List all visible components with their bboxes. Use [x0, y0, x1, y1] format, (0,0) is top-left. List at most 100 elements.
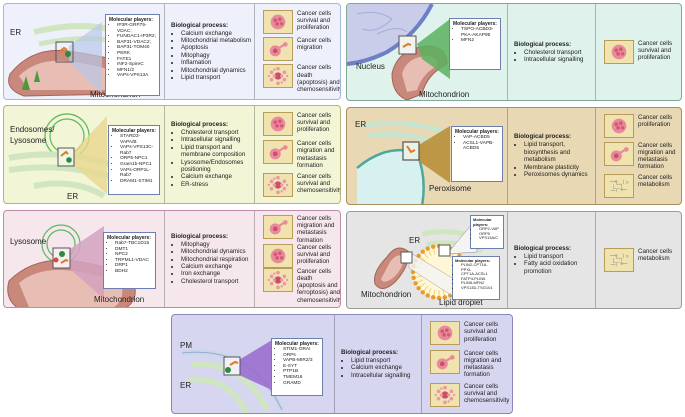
cancer-outcomes: Cancer cells survival and proliferation …: [254, 4, 340, 99]
molecular-player: STARD3-VAPA/B: [120, 134, 156, 145]
biological-process-item: Inflamation: [181, 59, 251, 66]
organelle-label-er: ER: [67, 192, 79, 201]
molecular-player: VAP-ACBD5: [463, 135, 499, 141]
organelle-label-mitochondrion: Mitochondrion: [94, 295, 145, 304]
migration-cell-icon: [263, 37, 293, 62]
panel-pm-er: PM ER Molecular players: STIM1-ORAI ORPs…: [171, 314, 513, 414]
migration-cell-icon: [263, 140, 293, 165]
molecular-players-title: Molecular players:: [275, 341, 319, 347]
organelle-label-er: ER: [355, 120, 367, 129]
migration-cell-icon: [430, 349, 460, 374]
biological-process-title: Biological process:: [514, 244, 572, 252]
molecular-players-list: IP3R-GRP75-VDAC; FUNDAC1-IP3R2; BAP31-VD…: [109, 23, 156, 79]
biological-process-item: Calcium exchange: [351, 364, 411, 371]
molecular-player: MFN1/2: [117, 68, 156, 74]
outcome-item: Cancer cells survival and proliferation: [263, 243, 340, 268]
lipid-tail: [420, 256, 426, 262]
organelle-label-lipid-droplet: Lipid droplet: [439, 298, 483, 307]
molecular-players-list: STARD3-VAPA/B VAPs-VPS13C-Rab7 ORP5-NPC1…: [112, 134, 156, 184]
molecular-player: VAPs-VPS13C-Rab7: [120, 145, 156, 156]
lipid-tail: [420, 282, 426, 288]
outcome-text: Cancer cells survival and proliferation: [297, 243, 332, 266]
molecular-players-box-er-ld: Molecular players: ORP2-VAP ORP5 VPS13A/…: [470, 215, 504, 249]
death-cell-icon: [263, 172, 293, 197]
biological-process-item: Mitophagy: [181, 241, 248, 248]
outcome-item: Cancer cells migration and metastasis fo…: [604, 141, 677, 171]
cancer-outcomes: Cancer cells survival and proliferation: [595, 4, 681, 100]
molecular-player: TRPML1-VDAC: [115, 258, 152, 264]
proliferation-cell-icon: [604, 40, 634, 64]
molecular-player: TMEM16: [283, 375, 319, 381]
biological-process-item: Membrane plasticity: [524, 164, 595, 171]
lipid-tail: [415, 275, 422, 278]
outcome-item: Cancer cells migration and metastasis fo…: [430, 349, 509, 379]
molecular-player: Rab7-TBC1D15: [115, 241, 152, 247]
biological-process-list: Lipid transport Calcium exchange Intrace…: [341, 357, 411, 379]
molecular-players-title: Molecular players:: [112, 128, 156, 134]
organelle-label-peroxisome: Peroxisome: [429, 184, 472, 193]
molecular-player: STIM1-ORAI: [283, 347, 319, 353]
outcome-text: Cancer cells survival and proliferation: [297, 9, 332, 32]
lipid-head: [436, 295, 442, 301]
nucleus-mitochondrion-illustration: [347, 4, 450, 100]
proliferation-cell-icon: [263, 9, 293, 34]
biological-process-item: Lipid transport: [351, 357, 411, 364]
molecular-players-list: Rab7-TBC1D15 DMT1 NPC2 TRPML1-VDAC DRP1 …: [107, 241, 152, 275]
outcome-text: Cancer cells survival and chemosensitivi…: [297, 172, 341, 195]
molecular-player: BAP31-VDAC2;: [117, 40, 156, 46]
panel-endosomes-lysosome-er: Endosomes/ Lysosome ER Molecular players…: [3, 105, 341, 204]
outcome-item: Cancer cells death (apoptosis) and chemo…: [263, 64, 340, 93]
organelle-label-er: ER: [409, 236, 421, 245]
molecular-player: ACSL1-VAPB-ACBD5: [463, 141, 499, 152]
biological-process-item: Lipid transport and membrane composition: [181, 144, 254, 159]
proliferation-cell-icon: [263, 243, 293, 268]
cancer-outcomes: Cancer cells proliferation Cancer cells …: [595, 108, 681, 204]
biological-process-list: Lipid transport, biosynthesis and metabo…: [514, 141, 595, 178]
molecular-player: FATP4-PLIN5: [461, 276, 497, 282]
biological-process: Biological process: Mitophagy Mitochondr…: [164, 211, 254, 307]
lipid-head: [416, 286, 421, 291]
cancer-outcomes: Cancer cells migration and metastasis fo…: [254, 211, 340, 307]
outcome-item: Cancer cells migration and metastasis fo…: [263, 140, 340, 169]
molecular-player: ORPs: [283, 353, 319, 359]
molecular-players-title: Molecular players:: [107, 235, 151, 241]
biological-process-item: Mitochondrial metabolism: [181, 37, 251, 44]
migration-cell-icon: [263, 215, 293, 239]
molecular-player: VPS13A/C: [479, 236, 501, 241]
illustration: PM ER Molecular players: STIM1-ORAI ORPs…: [172, 315, 334, 413]
molecular-players-box: Molecular players: STARD3-VAPA/B VAPs-VP…: [108, 125, 160, 195]
biological-process-item: Peroxisomes dynamics: [524, 171, 595, 178]
outcome-item: Cancer cells survival and chemosensitivi…: [263, 172, 341, 197]
molecular-player: VPS13D-TSG101: [461, 285, 497, 291]
molecular-player: PTP1B: [283, 369, 319, 375]
lipid-tail: [423, 285, 429, 291]
biological-process-list: Cholesterol transport Intracellular sign…: [514, 49, 584, 64]
biological-process-item: Lipid transport: [524, 253, 595, 260]
biological-process: Biological process: Cholesterol transpor…: [507, 4, 595, 100]
molecular-player: ORP5-NPC1: [120, 156, 156, 162]
panel-er-peroxisome: ER Peroxisome Molecular players: VAP-ACB…: [346, 107, 682, 205]
lipid-tail: [433, 289, 436, 296]
molecular-players-list: VAP-ACBD5 ACSL1-VAPB-ACBD5: [455, 135, 499, 152]
biological-process-title: Biological process:: [514, 40, 572, 48]
illustration: ER Mitochondrion Lipid droplet Molecular…: [347, 212, 507, 308]
death-cell-icon: [263, 267, 293, 292]
molecular-players-list: PLIN2-CPT1A-PPXL CPT1A-ACSL1 FATP4-PLIN5…: [455, 262, 497, 291]
outcome-text: Cancer cells survival and chemosensitivi…: [464, 382, 510, 405]
biological-process-list: Cholesterol transport Intracellular sign…: [171, 129, 254, 188]
molecular-player: Gram1b-NPC1: [120, 162, 156, 168]
outcome-text: Cancer cells migration and metastasis fo…: [464, 349, 502, 379]
lipid-head: [425, 246, 430, 251]
molecular-players-list: ORP2-VAP ORP5 VPS13A/C: [473, 226, 501, 241]
biological-process-item: Lysosome/Endosomes positioning: [181, 159, 254, 174]
metabolism-icon: [604, 248, 634, 272]
biological-process-item: Mitophagy: [181, 52, 251, 59]
outcome-text: Cancer cells survival and proliferation: [297, 112, 332, 134]
molecular-player: BDH2: [115, 269, 152, 275]
biological-process: Biological process: Lipid transport Fatt…: [507, 212, 595, 308]
panel-lysosome-mitochondrion: Lysosome Mitochondrion Molecular players…: [3, 210, 341, 308]
biological-process-title: Biological process:: [171, 120, 229, 128]
lipid-head: [431, 295, 436, 300]
biological-process-item: Lipid transport, biosynthesis and metabo…: [524, 141, 595, 163]
organelle-label-mitochondrion: Mitochondrion: [419, 90, 470, 99]
